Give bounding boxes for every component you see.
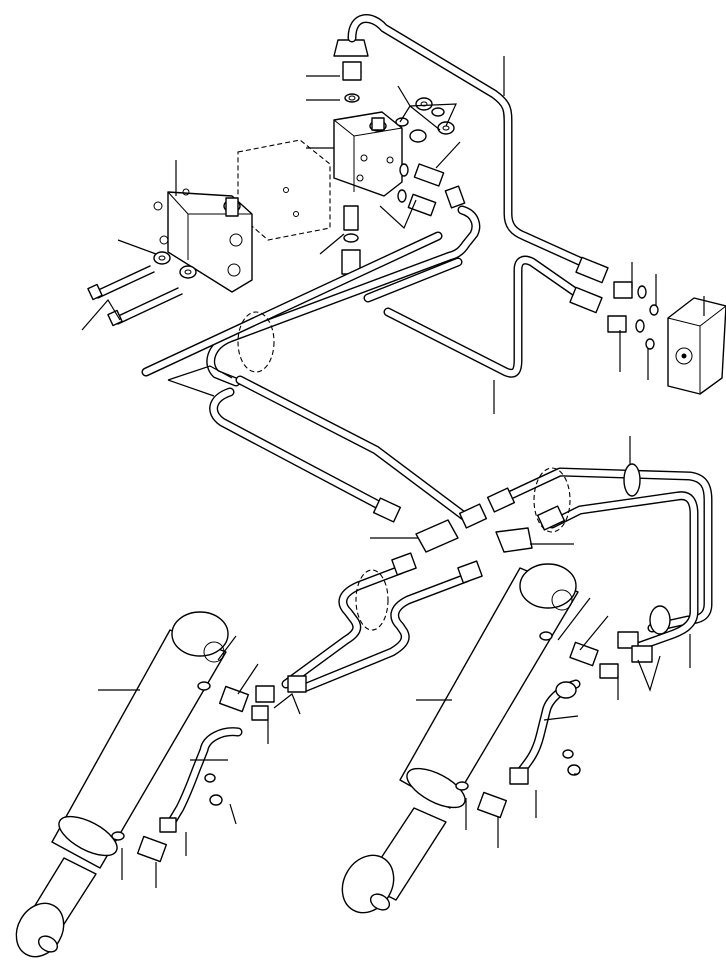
block-plate-right (667, 297, 726, 395)
cylinder-elbows (136, 631, 653, 863)
hydraulic-cylinder-left (15, 611, 229, 958)
mounting-bolts (87, 251, 197, 327)
control-valve-block (333, 111, 403, 197)
top-fittings (333, 39, 455, 143)
hydraulic-tubes (141, 14, 713, 833)
pilot-valve-block (153, 188, 253, 293)
right-fittings (569, 256, 659, 350)
tee-fittings (372, 487, 566, 584)
tube-clamps (237, 311, 671, 635)
valve-side-fittings (341, 163, 466, 275)
callout-leaders (81, 56, 705, 888)
hydraulic-cylinder-right (341, 563, 579, 914)
